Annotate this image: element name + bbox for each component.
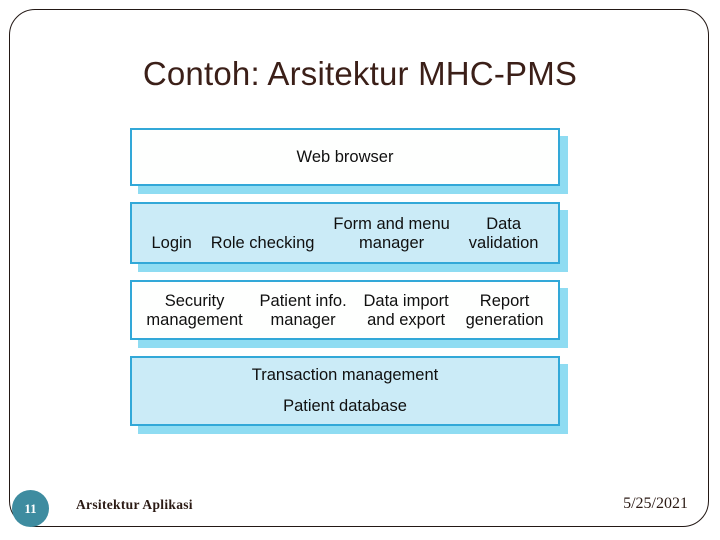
cell-line: Web browser (296, 147, 394, 166)
layer-cell-patient-info-manager: Patient info. manager (258, 292, 349, 330)
diagram-layer-business-services: Security management Patient info. manage… (130, 280, 568, 348)
cell-line: Login (151, 234, 192, 253)
layer-box: Login Role checking Form and menu manage… (130, 202, 560, 264)
layer-box: Security management Patient info. manage… (130, 280, 560, 340)
cell-line: management (146, 311, 243, 330)
cell-line: Security (164, 292, 225, 311)
layer-cell-data-import-and-export: Data import and export (361, 292, 450, 330)
cell-line: Data import (363, 292, 449, 311)
layer-cell-form-and-menu-manager: Form and menu manager (331, 215, 451, 253)
cell-line: Patient info. (259, 292, 347, 311)
cell-line: Transaction management (251, 366, 439, 385)
layer-cell-security-management: Security management (144, 292, 244, 330)
page-title: Contoh: Arsitektur MHC-PMS (142, 55, 578, 92)
slide-number-badge: 11 (12, 490, 49, 527)
layer-cell-role-checking: Role checking (209, 234, 317, 253)
layer-cell-web-browser: Web browser (295, 148, 396, 167)
footer-date: 5/25/2021 (623, 495, 688, 512)
cell-line: Report (479, 292, 530, 311)
layer-cell-patient-database: Patient database (281, 397, 409, 416)
architecture-diagram: Web browser Login Role checking Form and… (130, 128, 568, 434)
cell-line: Patient database (283, 397, 407, 415)
layer-cell-data-validation: Data validation (467, 215, 541, 253)
layer-cell-transaction-management: Transaction management (250, 366, 441, 385)
layer-box: Transaction management Patient database (130, 356, 560, 426)
cell-line: and export (367, 311, 446, 330)
cell-line: Data (486, 215, 522, 234)
cell-line: validation (468, 234, 539, 253)
cell-line: Form and menu (333, 215, 450, 234)
cell-line: generation (465, 311, 544, 330)
cell-line: manager (359, 234, 425, 253)
layer-cell-report-generation: Report generation (464, 292, 546, 330)
layer-cell-login: Login (149, 234, 193, 253)
footer-label: Arsitektur Aplikasi (76, 497, 193, 512)
diagram-layer-data-management: Transaction management Patient database (130, 356, 568, 434)
cell-line: manager (270, 311, 336, 330)
cell-line: Role checking (210, 234, 315, 253)
diagram-layer-ui-services: Login Role checking Form and menu manage… (130, 202, 568, 272)
diagram-layer-web-browser: Web browser (130, 128, 568, 194)
layer-box: Web browser (130, 128, 560, 186)
